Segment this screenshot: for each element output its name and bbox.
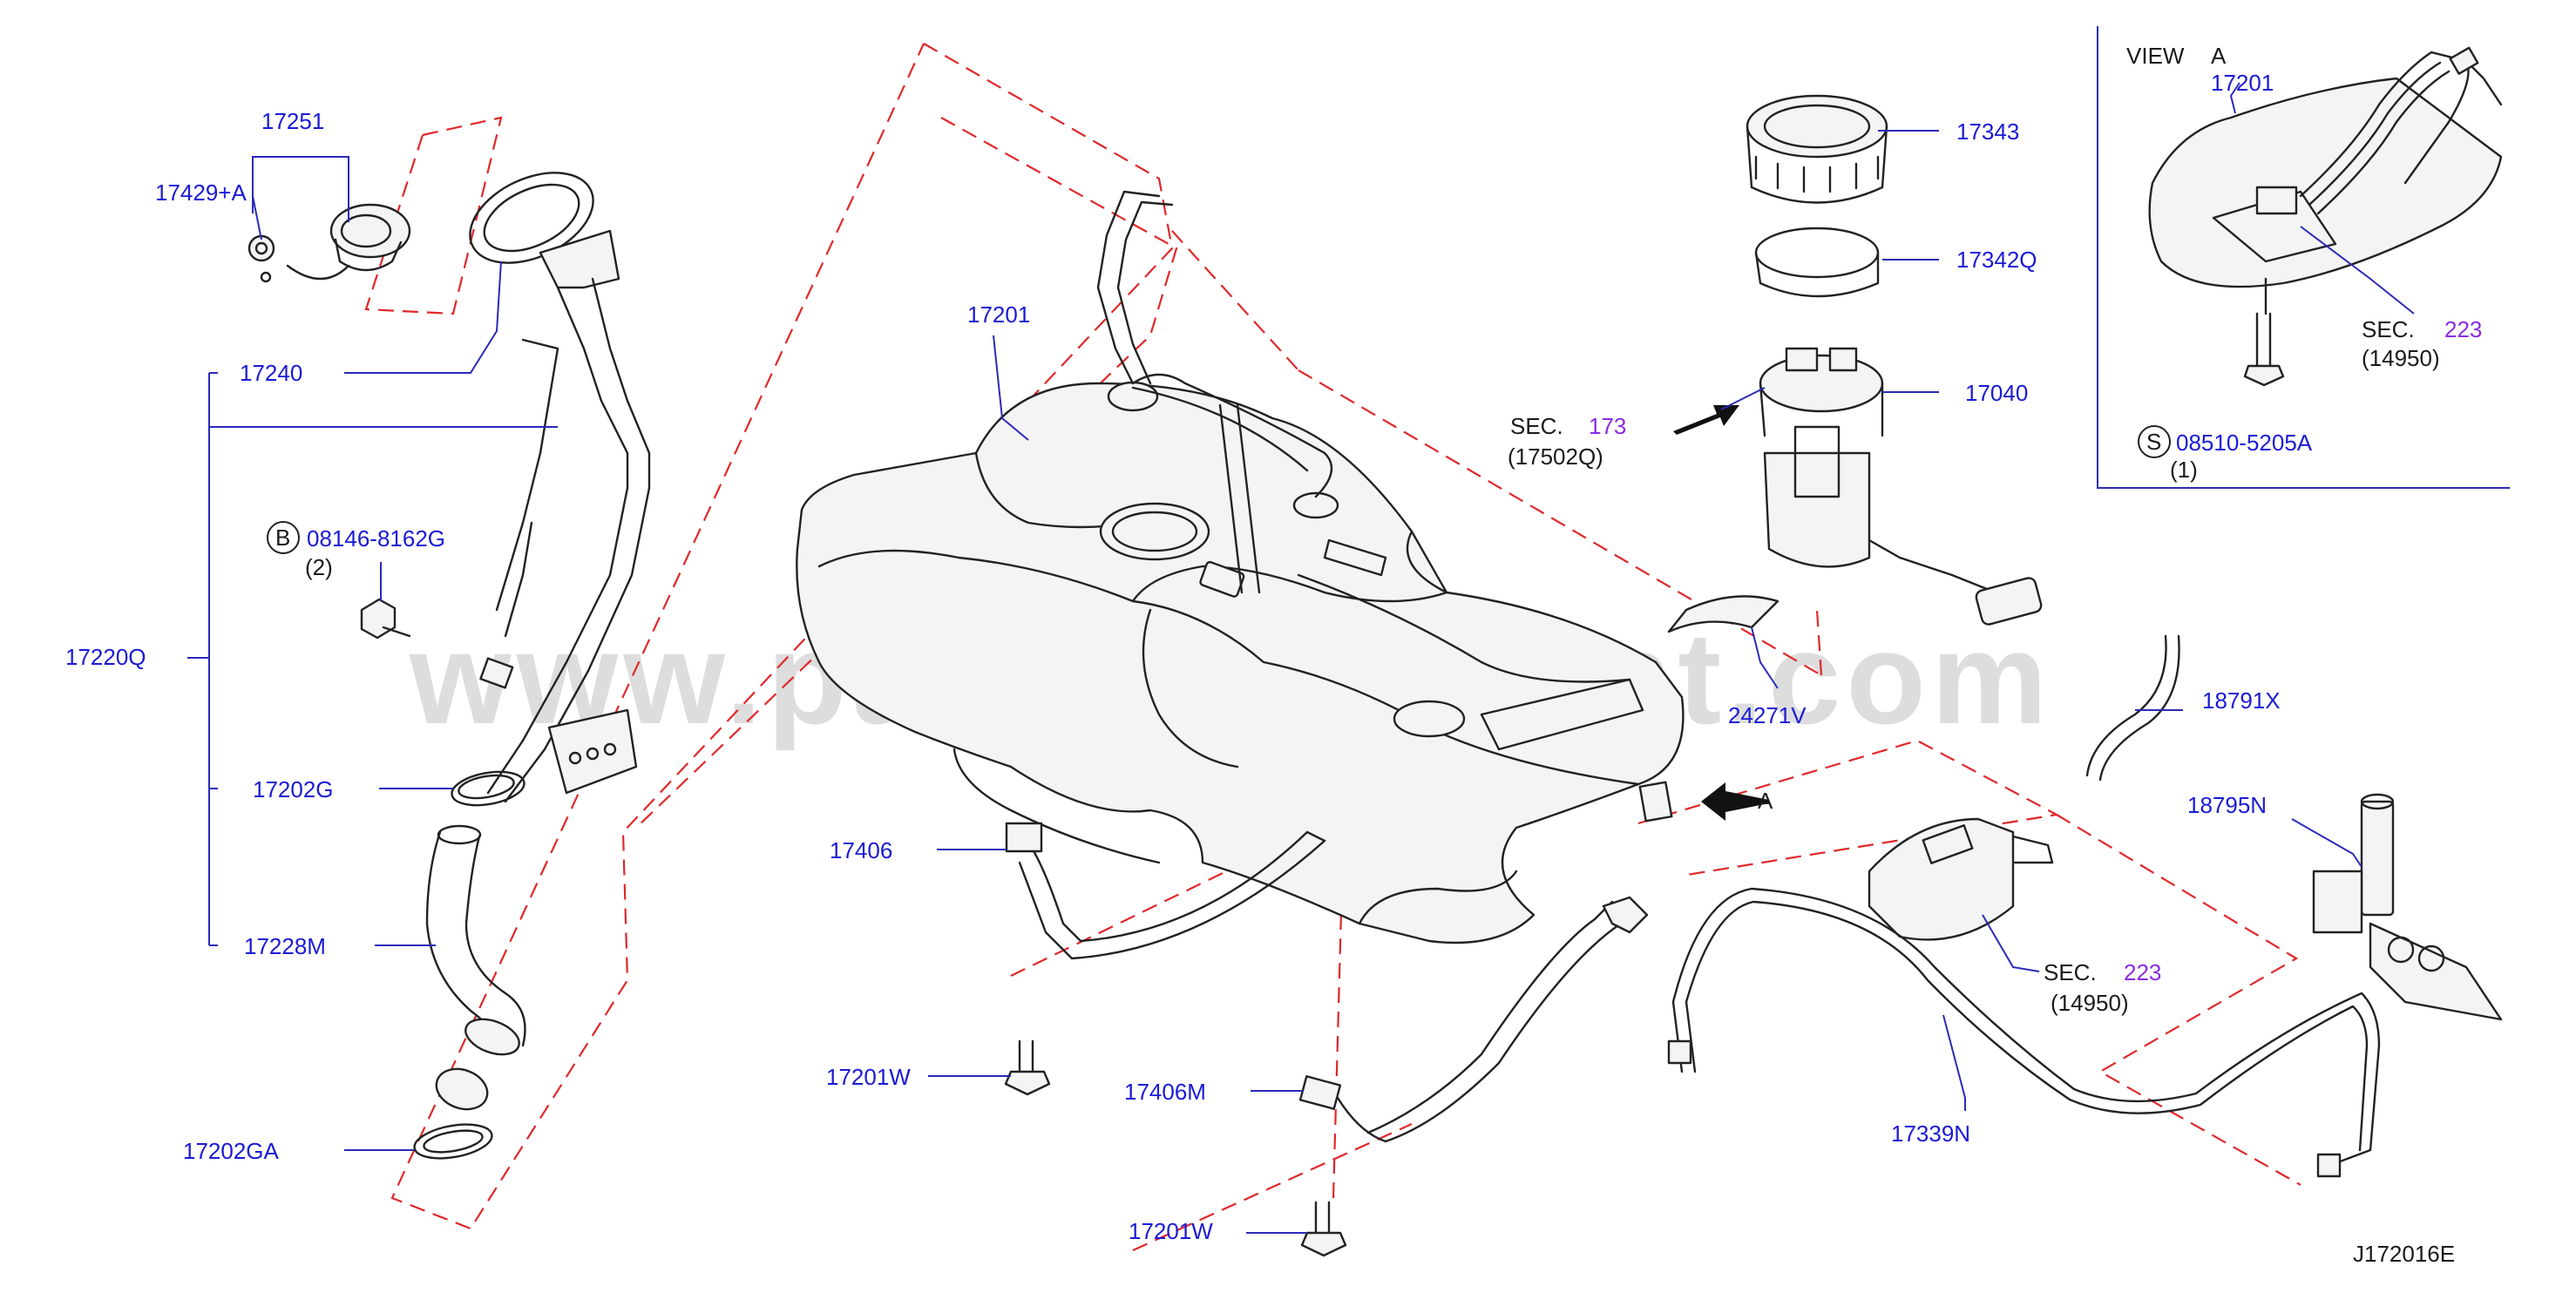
callout-17240: 17240 xyxy=(240,360,302,386)
sec173-number: 173 xyxy=(1589,413,1626,439)
circle-s-mark xyxy=(2138,425,2171,458)
callout-17406m: 17406M xyxy=(1124,1079,1206,1105)
callout-08146: 08146-8162G xyxy=(307,525,445,552)
sec173-ref: (17502Q) xyxy=(1508,443,1603,470)
view-a-title: VIEW xyxy=(2126,43,2185,69)
fuel-pump-assembly xyxy=(1746,94,2043,626)
callout-17228m: 17228M xyxy=(244,933,326,959)
view-a-frame xyxy=(2097,26,2510,489)
sec223-view-ref: (14950) xyxy=(2362,345,2440,371)
callout-17343: 17343 xyxy=(1956,118,2019,145)
view-a-detail xyxy=(2148,46,2503,387)
callout-17201w-upper: 17201W xyxy=(826,1064,911,1090)
callout-17429a: 17429+A xyxy=(155,179,247,206)
circle-b-mark xyxy=(267,521,300,554)
sec173-label: SEC. xyxy=(1510,413,1563,439)
hose-18791x xyxy=(2085,634,2167,777)
arrow-sec173 xyxy=(1673,405,1739,435)
callout-17201-tank: 17201 xyxy=(967,301,1030,328)
mark-b: B xyxy=(275,525,290,551)
fuel-tank xyxy=(796,190,1685,944)
callout-17202g: 17202G xyxy=(253,776,334,802)
bolt-08146 xyxy=(360,598,411,640)
tube-17339n xyxy=(1671,887,2381,1165)
view-a-letter: A xyxy=(2211,43,2227,69)
filler-neck xyxy=(469,172,651,803)
callout-08510: 08510-5205A xyxy=(2176,430,2313,456)
tank-straps xyxy=(1005,822,1649,1143)
callout-18795n: 18795N xyxy=(2187,792,2267,818)
callout-labels: 17251 17429+A 17240 B 08146-8162G (2) 17… xyxy=(65,43,2482,1244)
leader-17240 xyxy=(344,261,502,374)
bolt-17201w-upper xyxy=(1004,1039,1051,1096)
leader-17251 xyxy=(252,156,349,222)
sec223-canister-label: SEC. xyxy=(2044,959,2097,985)
sec223-canister-number: 223 xyxy=(2124,959,2161,985)
callout-24271v: 24271V xyxy=(1728,702,1807,728)
sec223-view-label: SEC. xyxy=(2362,316,2415,342)
callout-17201-view: 17201 xyxy=(2211,70,2274,96)
callout-17339n: 17339N xyxy=(1891,1120,1970,1147)
leader-17201-tank xyxy=(993,335,1029,441)
sec223-canister-ref: (14950) xyxy=(2051,990,2129,1016)
callout-17251: 17251 xyxy=(261,108,324,134)
callout-17220q: 17220Q xyxy=(65,644,146,670)
mark-s: S xyxy=(2146,429,2161,455)
canister-bracket-18795n xyxy=(2312,793,2503,1021)
bolt-17201w-lower xyxy=(1300,1201,1347,1257)
gasket-24271v xyxy=(1667,595,1779,633)
qty-08146: (2) xyxy=(305,554,333,580)
arrow-a xyxy=(1701,782,1769,821)
callout-17201w-lower: 17201W xyxy=(1129,1218,1213,1244)
callout-17406: 17406 xyxy=(830,837,892,863)
drawing-number: J172016E xyxy=(2353,1241,2455,1267)
sec223-view-number: 223 xyxy=(2444,316,2482,342)
callout-17202ga: 17202GA xyxy=(183,1138,280,1164)
callout-17040: 17040 xyxy=(1965,380,2028,406)
callout-17342q: 17342Q xyxy=(1956,247,2037,273)
arrow-a-label: A xyxy=(1758,788,1773,814)
hose-and-clamps xyxy=(413,770,526,1160)
qty-08510: (1) xyxy=(2170,457,2198,483)
callout-18791x: 18791X xyxy=(2202,687,2281,714)
evap-canister xyxy=(1868,817,2054,941)
fuel-cap xyxy=(247,203,411,283)
